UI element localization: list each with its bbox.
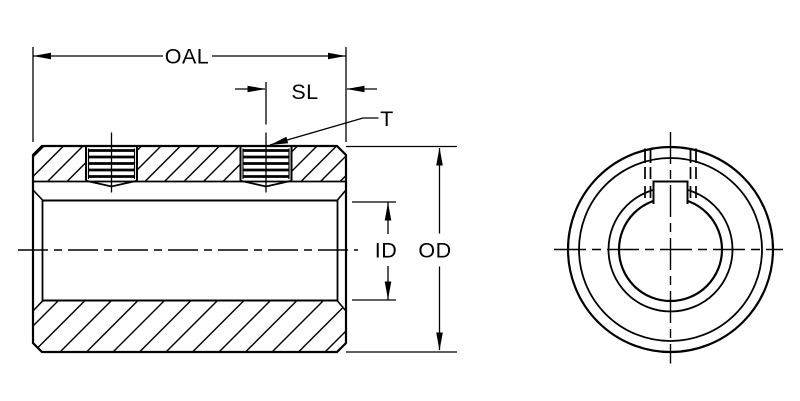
dim-od: OD (346, 145, 457, 353)
id-label: ID (375, 239, 398, 263)
dim-id: ID (352, 201, 398, 301)
sl-label: SL (291, 80, 318, 104)
end-view (554, 132, 783, 364)
od-label: OD (418, 239, 451, 263)
screw-hole-left (84, 131, 139, 194)
dim-oal: OAL (32, 45, 347, 142)
side-view (18, 131, 358, 354)
setscrew-rim-ticks (644, 148, 697, 163)
label-t: T (269, 107, 394, 146)
oal-label: OAL (165, 45, 210, 69)
hatch-top (33, 146, 346, 182)
side-view-outline (31, 144, 348, 354)
setscrew-hidden-lines (644, 167, 697, 204)
dim-sl: SL (235, 80, 377, 125)
keyway (652, 180, 689, 204)
t-label: T (380, 107, 394, 131)
hatch-bottom (33, 300, 346, 352)
